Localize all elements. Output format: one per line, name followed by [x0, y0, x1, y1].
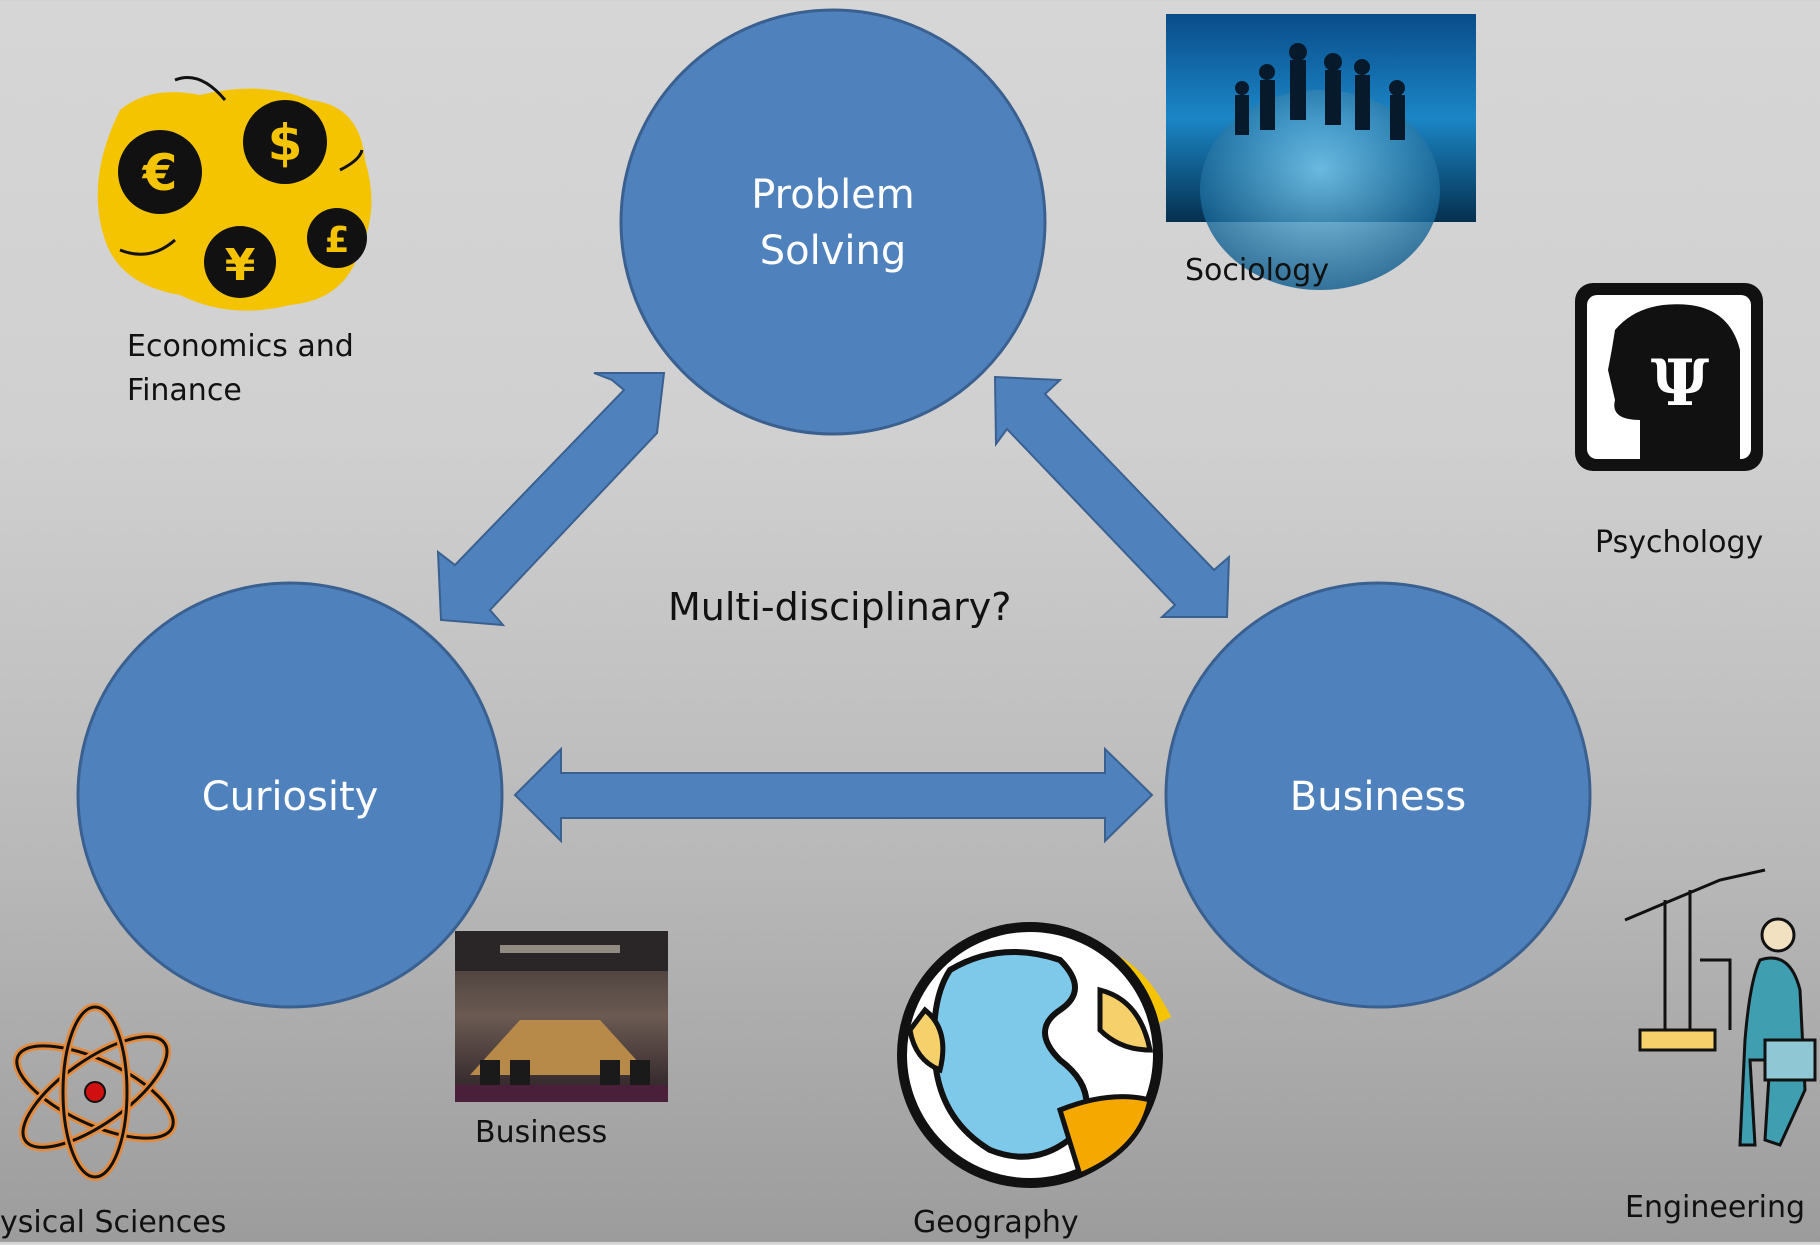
physical-sciences-atom-icon	[12, 1003, 178, 1181]
economics-label-line1: Economics and	[127, 329, 354, 364]
node-problem-solving: Problem Solving	[619, 8, 1047, 436]
svg-text:€: €	[142, 144, 178, 202]
svg-text:$: $	[268, 114, 303, 172]
svg-text:£: £	[324, 220, 349, 261]
economics-label-line2: Finance	[127, 373, 242, 408]
node-problem-solving-line1: Problem	[751, 172, 915, 218]
business-discipline-label: Business	[475, 1115, 608, 1150]
psychology-label: Psychology	[1595, 525, 1764, 560]
physical-sciences-label: ysical Sciences	[0, 1205, 227, 1240]
node-business-label: Business	[1290, 774, 1466, 820]
node-curiosity-label: Curiosity	[202, 774, 379, 820]
sociology-label: Sociology	[1185, 253, 1330, 288]
node-curiosity: Curiosity	[76, 581, 504, 1009]
svg-text:Ψ: Ψ	[1651, 346, 1710, 421]
engineering-label: Engineering	[1625, 1190, 1805, 1225]
business-boardroom-photo	[455, 931, 668, 1102]
geography-globe-icon	[897, 922, 1172, 1188]
arrow-problem-curiosity	[436, 372, 666, 627]
sociology-photo	[1166, 14, 1476, 290]
geography-label: Geography	[913, 1205, 1079, 1240]
economics-gears-icon: € $ ¥ £	[97, 76, 372, 311]
svg-text:¥: ¥	[225, 240, 256, 291]
node-problem-solving-line2: Solving	[760, 228, 907, 274]
psychology-icon: Ψ	[1575, 283, 1763, 471]
center-label: Multi-disciplinary?	[668, 585, 1012, 629]
arrow-curiosity-business	[513, 746, 1154, 844]
arrow-problem-business	[993, 375, 1231, 618]
node-business: Business	[1164, 581, 1592, 1009]
engineering-clipart-icon	[1624, 868, 1817, 1147]
